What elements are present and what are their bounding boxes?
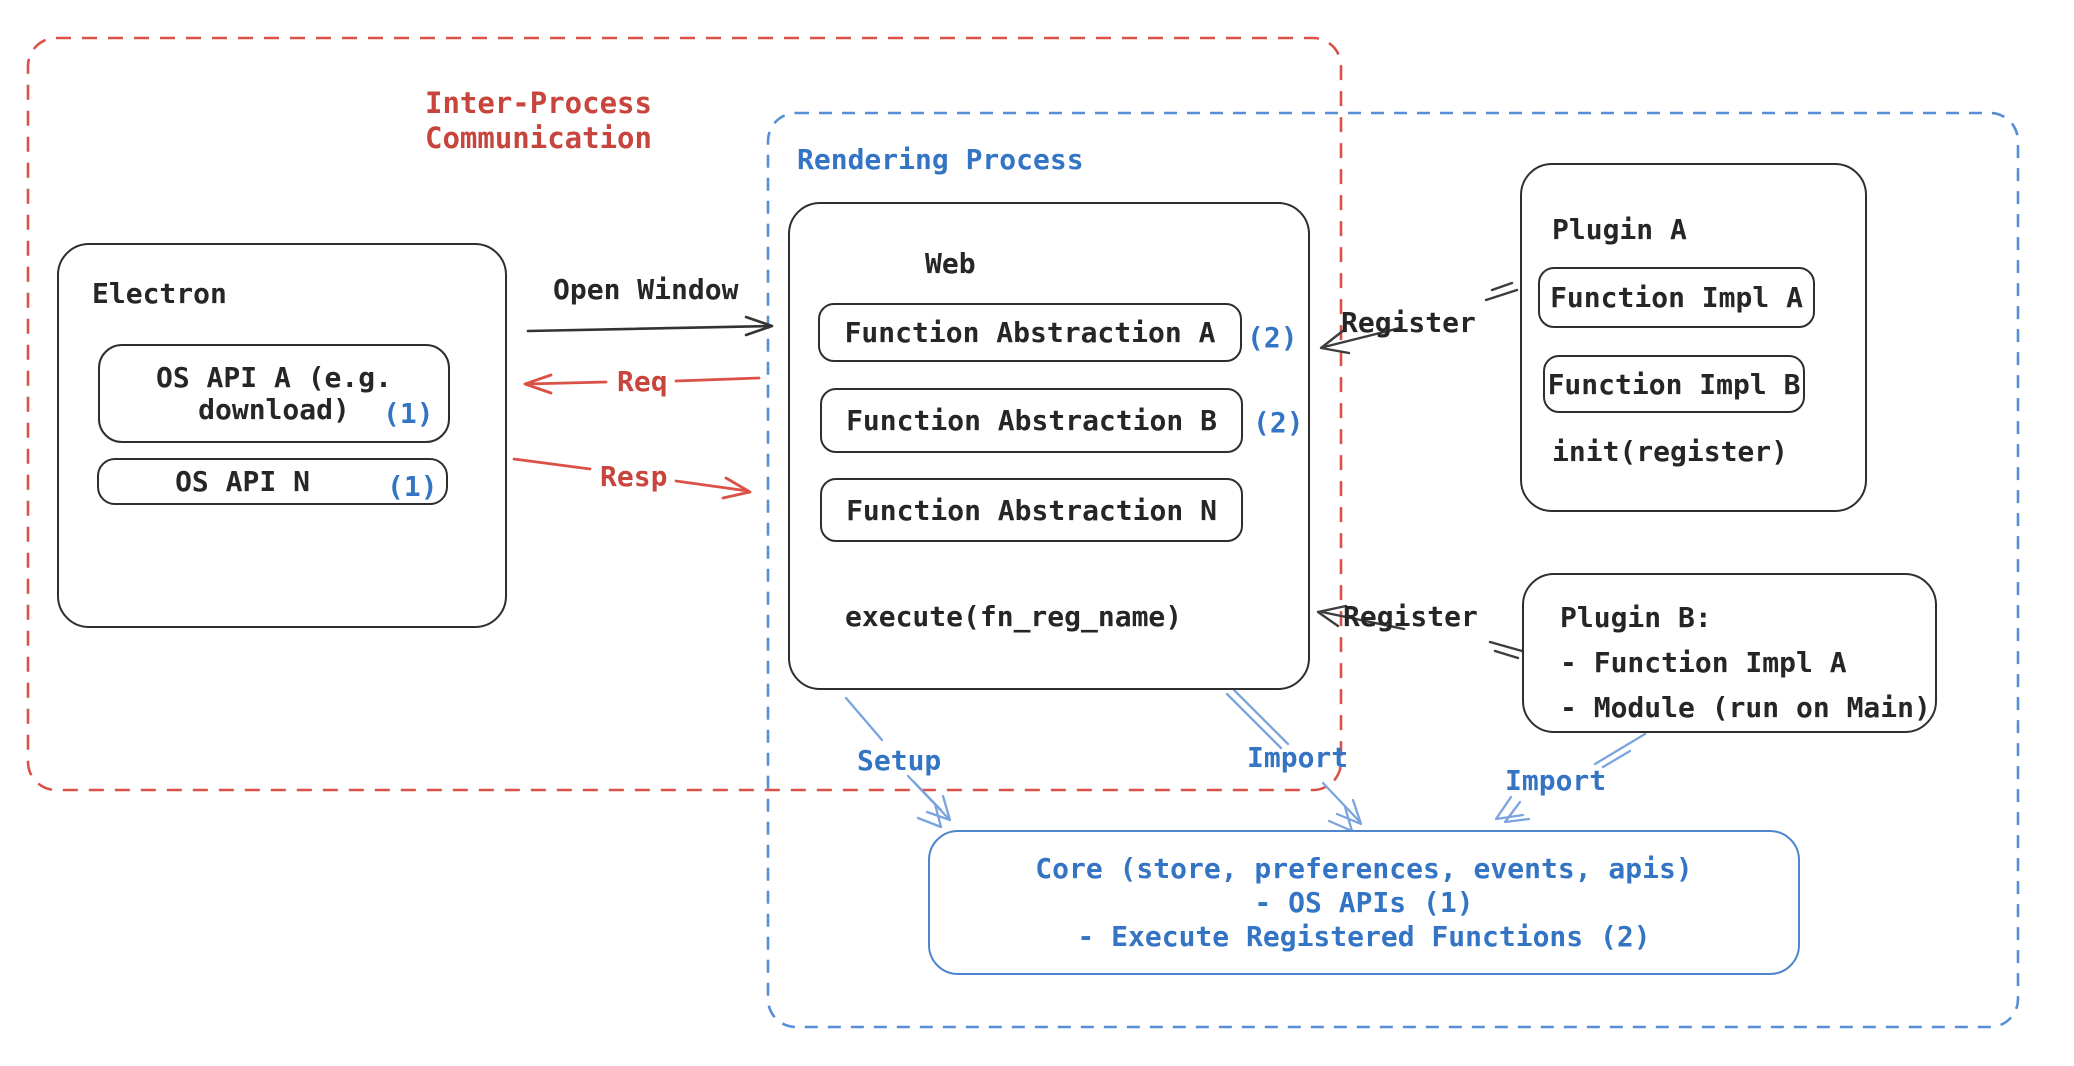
plugin-b-title: Plugin B: — [1560, 601, 1712, 634]
web-box — [788, 202, 1310, 690]
function-impl-a-label: Function Impl A — [1550, 281, 1803, 314]
function-abstraction-a-box: Function Abstraction A — [818, 303, 1242, 362]
rendering-process-label: Rendering Process — [797, 143, 1084, 176]
os-api-a-badge: (1) — [383, 397, 434, 430]
function-abstraction-a-badge: (2) — [1247, 321, 1298, 354]
function-impl-b-box: Function Impl B — [1543, 355, 1805, 413]
plugin-a-title: Plugin A — [1552, 213, 1687, 246]
function-abstraction-a-label: Function Abstraction A — [844, 316, 1216, 349]
os-api-a-box: OS API A (e.g.download) — [98, 344, 450, 443]
plugin-b-box: Plugin B: - Function Impl A - Module (ru… — [1522, 573, 1937, 733]
plugin-b-module: - Module (run on Main) — [1560, 691, 1931, 724]
os-api-n-badge: (1) — [387, 470, 438, 503]
register-top-label: Register — [1341, 306, 1476, 339]
open-window-label: Open Window — [553, 273, 739, 306]
resp-label: Resp — [600, 460, 668, 493]
function-abstraction-n-label: Function Abstraction N — [846, 493, 1217, 527]
core-title: Core (store, preferences, events, apis) — [1035, 851, 1693, 885]
execute-label: execute(fn_reg_name) — [845, 600, 1183, 633]
plugin-b-impl-a: - Function Impl A — [1560, 646, 1847, 679]
function-abstraction-b-label: Function Abstraction B — [846, 404, 1217, 437]
import-web-label: Import — [1247, 741, 1349, 774]
os-api-a-label: OS API A (e.g.download) — [155, 360, 392, 426]
electron-box — [57, 243, 507, 628]
init-register-label: init(register) — [1552, 435, 1789, 468]
register-bottom-label: Register — [1343, 600, 1478, 633]
req-label: Req — [617, 365, 668, 398]
setup-label: Setup — [857, 744, 942, 777]
function-impl-a-box: Function Impl A — [1538, 267, 1815, 328]
function-impl-b-label: Function Impl B — [1547, 367, 1801, 401]
core-box: Core (store, preferences, events, apis) … — [928, 830, 1800, 975]
core-execute-functions: - Execute Registered Functions (2) — [1077, 919, 1651, 953]
function-abstraction-n-box: Function Abstraction N — [820, 478, 1243, 542]
function-abstraction-b-box: Function Abstraction B — [820, 388, 1243, 453]
open-window-arrow — [526, 315, 774, 337]
import-plugin-label: Import — [1505, 764, 1607, 797]
core-os-apis: - OS APIs (1) — [1254, 885, 1474, 919]
os-api-n-label: OS API N — [175, 465, 310, 498]
os-api-n-box: OS API N — [97, 458, 448, 505]
electron-title: Electron — [92, 277, 227, 310]
web-title: Web — [925, 247, 976, 280]
function-abstraction-b-badge: (2) — [1253, 406, 1304, 439]
plugin-a-box — [1520, 163, 1867, 512]
